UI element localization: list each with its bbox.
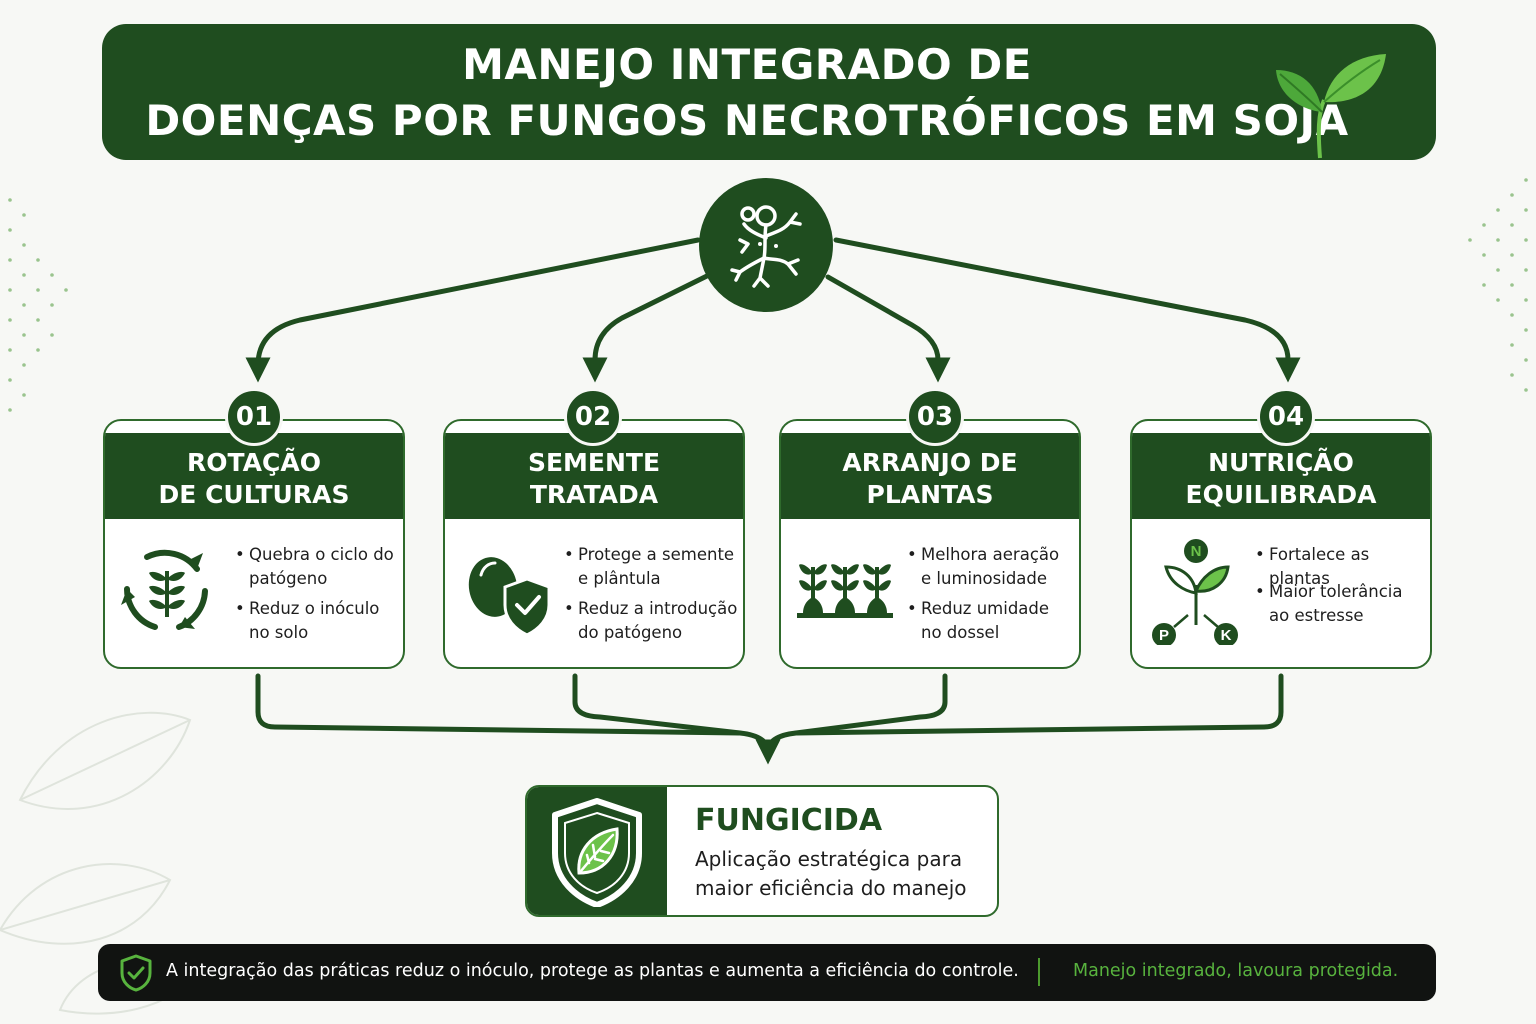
card-number-badge-1: 01	[225, 388, 283, 446]
card-plant-arrangement: ARRANJO DE PLANTAS M	[779, 419, 1081, 669]
card-header: ROTAÇÃO DE CULTURAS	[105, 433, 403, 519]
arrow-to-card-1	[245, 237, 701, 383]
footer-bar: A integração das práticas reduz o inócul…	[98, 944, 1436, 1001]
fungicide-icon-panel	[527, 787, 667, 915]
card-crop-rotation: ROTAÇÃO DE CULTURAS Quebra o ciclo dopat…	[103, 419, 405, 669]
card-number-badge-4: 04	[1257, 388, 1315, 446]
arrow-to-card-2	[582, 269, 718, 383]
merge-line-4	[755, 673, 1284, 765]
page-title-line-1: MANEJO INTEGRADO DE	[462, 40, 1032, 89]
card-number-badge-3: 03	[906, 388, 964, 446]
fungicide-title: FUNGICIDA	[695, 803, 883, 838]
merge-line-2	[572, 673, 743, 736]
footer-tagline: Manejo integrado, lavoura protegida.	[1073, 961, 1399, 981]
nutrient-n-label: N	[1191, 543, 1202, 560]
npk-nutrition-icon: N P K	[1152, 539, 1238, 645]
dot-pattern-left	[8, 198, 68, 412]
crop-rotation-icon	[121, 549, 208, 630]
card-header: SEMENTE TRATADA	[445, 433, 743, 519]
merge-line-3	[793, 673, 948, 736]
card-header: ARRANJO DE PLANTAS	[781, 433, 1079, 519]
shield-check-icon	[120, 954, 152, 992]
card-header: NUTRIÇÃO EQUILIBRADA	[1132, 433, 1430, 519]
card-title-line-1: ROTAÇÃO	[187, 448, 321, 477]
fungicide-desc-line-2: maior eficiência do manejo	[695, 876, 967, 900]
header-banner: MANEJO INTEGRADO DE DOENÇAS POR FUNGOS N…	[102, 24, 1436, 160]
fungicide-desc-line-1: Aplicação estratégica para	[695, 847, 963, 871]
card-title-line-2: DE CULTURAS	[158, 480, 350, 509]
arrow-to-card-3	[825, 274, 951, 383]
card-balanced-nutrition: NUTRIÇÃO EQUILIBRADA N P K Fortalece as …	[1130, 419, 1432, 669]
footer-text: A integração das práticas reduz o inócul…	[166, 961, 1019, 981]
merge-line-1	[255, 673, 771, 755]
footer-divider	[1038, 958, 1040, 986]
arrow-to-card-4	[833, 237, 1301, 383]
card-number-badge-2: 02	[564, 388, 622, 446]
nutrient-k-label: K	[1221, 627, 1232, 644]
fungicide-box: FUNGICIDA Aplicação estratégica para mai…	[525, 785, 999, 917]
fungus-hub	[699, 178, 833, 312]
card-title-line-2: TRATADA	[529, 480, 659, 509]
plant-rows-icon	[797, 564, 893, 618]
sprout-icon	[1276, 54, 1386, 159]
card-title-line-2: PLANTAS	[866, 480, 994, 509]
card-title-line-1: ARRANJO DE	[842, 448, 1018, 477]
card-title-line-1: NUTRIÇÃO	[1208, 448, 1354, 477]
dot-pattern-right	[1468, 178, 1528, 392]
treated-seed-icon	[468, 557, 551, 637]
card-title-line-2: EQUILIBRADA	[1185, 480, 1377, 509]
card-title-line-1: SEMENTE	[527, 448, 661, 477]
fungus-mycelium-icon	[730, 205, 802, 288]
nutrient-p-label: P	[1159, 627, 1169, 644]
page-title-line-2: DOENÇAS POR FUNGOS NECROTRÓFICOS EM SOJA	[145, 96, 1349, 145]
leaf-shield-icon	[552, 798, 642, 907]
